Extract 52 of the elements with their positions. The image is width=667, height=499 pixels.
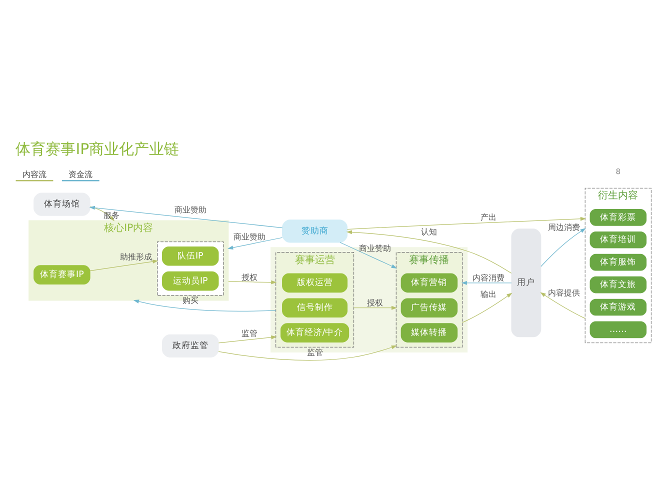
node-box: 用户 — [511, 228, 542, 337]
node-box: 体育服饰 — [590, 253, 647, 270]
diagram-title: 体育赛事IP商业化产业链 — [16, 139, 180, 158]
arrow — [218, 344, 398, 360]
node-box: 体育场馆 — [34, 192, 90, 216]
legend-label: 内容流 — [22, 168, 46, 179]
arrow — [540, 292, 586, 318]
arrow — [540, 228, 586, 266]
edge-label: 商业赞助 — [234, 231, 266, 242]
arrow — [346, 216, 586, 230]
arrow — [218, 334, 277, 343]
node-box: 体育经济/中介 — [280, 322, 350, 342]
edge-label: 内容提供 — [548, 287, 580, 298]
node-box: 体育赛事IP — [34, 264, 90, 284]
node-box: 体育营销 — [400, 272, 458, 292]
node-box: 队伍IP — [162, 246, 219, 266]
node-box: 体育游戏 — [590, 298, 647, 316]
edge-label: 商业赞助 — [174, 204, 206, 214]
arrow — [89, 205, 283, 228]
node-box: 体育培训 — [590, 230, 647, 248]
node-box: …… — [590, 320, 647, 338]
edge-label: 商业赞助 — [358, 242, 391, 252]
arrow — [346, 230, 512, 274]
edge-label: 监管 — [242, 328, 258, 338]
node-box: 体育彩票 — [590, 208, 647, 226]
edge-label: 产出 — [480, 212, 496, 222]
legend-label: 资金流 — [68, 168, 92, 179]
arrow — [461, 280, 512, 284]
arrow — [228, 280, 277, 284]
node-box: 版权运营 — [282, 272, 348, 292]
arrow — [462, 292, 512, 322]
node-box: 政府监管 — [162, 334, 219, 357]
node-box: 运动员IP — [162, 270, 219, 290]
node-box: 体育文旅 — [590, 276, 647, 293]
arrow — [353, 305, 398, 310]
node-box: 信号制作 — [282, 298, 348, 318]
edge-label: 助推形成 — [120, 250, 152, 261]
edge-label: 授权 — [242, 272, 258, 282]
node-box: 媒体转播 — [400, 322, 458, 342]
edge-label: 输出 — [480, 288, 496, 298]
arrow — [90, 259, 158, 271]
edge-label: 认知 — [421, 226, 438, 236]
arrow — [133, 299, 276, 311]
node-box: 广告传媒 — [400, 298, 458, 318]
edge-label: 周边消费 — [548, 222, 580, 232]
node-box: 赞助商 — [282, 219, 348, 242]
arrow — [228, 236, 283, 250]
edge-label: 授权 — [366, 297, 383, 308]
edge-label: 内容消费 — [472, 272, 504, 282]
arrow — [340, 242, 398, 268]
cluster — [157, 240, 224, 296]
edge-label: 监管 — [306, 346, 323, 356]
